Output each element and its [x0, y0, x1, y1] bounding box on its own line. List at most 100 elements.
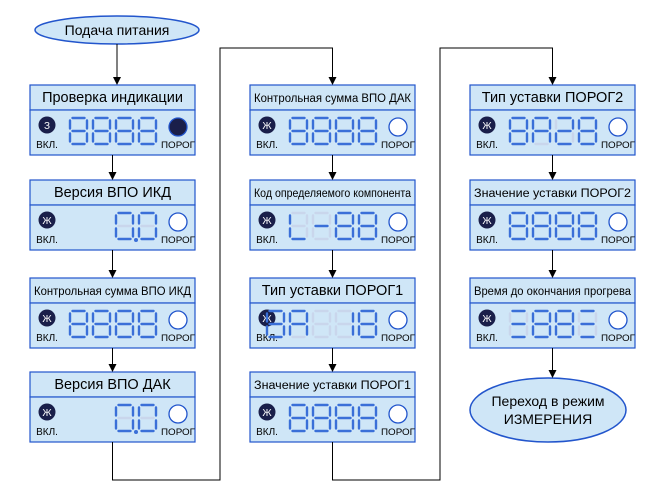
display-digit: [91, 116, 112, 146]
display-digit: [554, 211, 575, 241]
display-digit: [554, 116, 575, 146]
display-digit: [288, 116, 309, 146]
vkl-caption: ВКЛ.: [36, 140, 58, 151]
end-label-line2: ИЗМЕРЕНИЯ: [504, 411, 592, 427]
step-title-box: [469, 179, 636, 206]
vkl-led-icon: [258, 403, 276, 421]
porog-caption: ПОРОГ: [161, 235, 195, 246]
display-digit: [311, 309, 332, 339]
step-display-box: [469, 204, 636, 251]
step-title: Версия ВПО ДАК: [54, 377, 171, 393]
vkl-caption: ВКЛ.: [36, 333, 58, 344]
step-title-box: [29, 84, 196, 111]
porog-caption: ПОРОГ: [381, 140, 415, 151]
step-display-box: [29, 396, 196, 443]
display-digit: [577, 116, 598, 146]
vkl-caption: ВКЛ.: [256, 427, 278, 438]
display-digit: [508, 116, 529, 146]
vkl-caption: ВКЛ.: [256, 333, 278, 344]
vkl-led-icon: [258, 116, 276, 134]
end-terminal: Переход в режим ИЗМЕРЕНИЯ: [469, 377, 627, 443]
vkl-led-letter: Ж: [482, 216, 492, 227]
display-digit: [288, 211, 309, 241]
display-digit: [91, 309, 112, 339]
step-title-box: [469, 84, 636, 111]
display-digit: [334, 116, 355, 146]
vkl-led-letter: Ж: [482, 314, 492, 325]
porog-led-off-icon: [168, 212, 188, 232]
porog-caption: ПОРОГ: [601, 235, 635, 246]
display-digit: [288, 403, 309, 433]
column-link-arrow: [332, 47, 557, 481]
porog-led-off-icon: [388, 310, 408, 330]
display-digit: [114, 309, 135, 339]
column-link-arrow: [112, 47, 337, 481]
porog-caption: ПОРОГ: [161, 333, 195, 344]
step-title: Контрольная сумма ВПО ИКД: [34, 286, 191, 298]
porog-caption: ПОРОГ: [381, 427, 415, 438]
display-digit: [334, 211, 355, 241]
step-title-box: [249, 371, 416, 398]
vkl-led-icon: [38, 211, 56, 229]
display-digit: [334, 403, 355, 433]
step-title-box: [249, 277, 416, 304]
display-digit: [577, 309, 598, 339]
vkl-caption: ВКЛ.: [36, 427, 58, 438]
vkl-led-letter: Ж: [42, 408, 52, 419]
vkl-led-icon: [38, 403, 56, 421]
step-title: Контрольная сумма ВПО ДАК: [254, 93, 411, 105]
vkl-led-letter: З: [44, 121, 50, 132]
vkl-caption: ВКЛ.: [476, 333, 498, 344]
display-digit: [357, 309, 378, 339]
vkl-led-letter: Ж: [262, 216, 272, 227]
vkl-led-icon: [478, 116, 496, 134]
display-digit: [357, 211, 378, 241]
step-display-box: [249, 396, 416, 443]
display-digit: [334, 309, 355, 339]
vkl-led-letter: Ж: [262, 408, 272, 419]
vkl-caption: ВКЛ.: [36, 235, 58, 246]
display-digit: [288, 309, 309, 339]
porog-led-off-icon: [388, 117, 408, 137]
porog-led-off-icon: [608, 117, 628, 137]
step-title-box: [29, 179, 196, 206]
display-digit: [531, 309, 552, 339]
vkl-led-icon: [38, 309, 56, 327]
display-digit: [577, 211, 598, 241]
porog-caption: ПОРОГ: [161, 140, 195, 151]
vkl-led-icon: [258, 211, 276, 229]
end-label-line1: Переход в режим: [491, 393, 604, 409]
start-terminal: Подача питания: [34, 15, 200, 45]
vkl-caption: ВКЛ.: [256, 235, 278, 246]
display-digit: [114, 403, 135, 433]
vkl-led-icon: [478, 309, 496, 327]
display-digit: [137, 403, 158, 433]
step-title: Версия ВПО ИКД: [54, 185, 171, 201]
display-digit: [554, 309, 575, 339]
start-label: Подача питания: [65, 22, 170, 38]
step-title: Код определяемого компонента: [254, 188, 412, 200]
display-digit: [311, 116, 332, 146]
display-digit: [357, 116, 378, 146]
porog-caption: ПОРОГ: [601, 140, 635, 151]
step-title-box: [29, 277, 196, 304]
display-digit: [137, 211, 158, 241]
porog-led-off-icon: [168, 404, 188, 424]
display-digit: [114, 116, 135, 146]
porog-led-off-icon: [168, 310, 188, 330]
vkl-led-letter: Ж: [482, 121, 492, 132]
display-digit: [311, 403, 332, 433]
step-title-box: [469, 277, 636, 304]
flow-connectors: [108, 44, 557, 481]
display-digit: [531, 116, 552, 146]
vkl-led-icon: [478, 211, 496, 229]
